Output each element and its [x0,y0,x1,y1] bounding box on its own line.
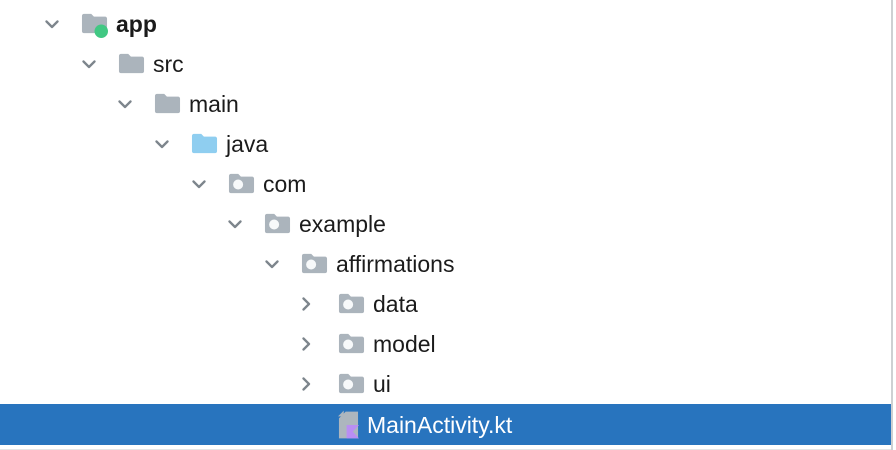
tree-item-src[interactable]: src [0,44,891,84]
chevron-down-icon[interactable] [45,20,59,29]
source-root-folder-icon [191,131,218,158]
package-folder-icon [338,371,365,398]
tree-item-app[interactable]: app [0,4,891,44]
tree-item-example[interactable]: example [0,204,891,244]
chevron-down-icon[interactable] [155,140,169,149]
android-module-folder-icon [81,11,108,38]
package-folder-icon [301,251,328,278]
tree-item-data[interactable]: data [0,284,891,324]
tree-item-label: src [153,51,184,77]
tree-item-label: MainActivity.kt [367,411,513,438]
package-folder-icon [264,211,291,238]
tree-item-model[interactable]: model [0,324,891,364]
folder-icon [154,91,181,118]
tree-item-java[interactable]: java [0,124,891,164]
chevron-right-icon[interactable] [302,297,316,311]
tree-item-label: ui [373,371,391,397]
kotlin-file-icon [338,410,359,440]
tree-item-label: java [226,131,269,157]
chevron-down-icon[interactable] [118,100,132,109]
tree-item-label: affirmations [336,251,455,277]
tree-item-label: main [189,91,239,117]
package-folder-icon [228,171,255,198]
chevron-down-icon[interactable] [228,220,242,229]
chevron-right-icon[interactable] [302,377,316,391]
panel-right-border [891,0,893,450]
chevron-right-icon[interactable] [302,337,316,351]
tree-item-com[interactable]: com [0,164,891,204]
folder-icon [118,51,145,78]
tree-item-label: data [373,291,418,317]
package-folder-icon [338,291,365,318]
tree-item-label: model [373,331,436,357]
tree-item-label: com [263,171,307,197]
chevron-down-icon[interactable] [82,60,96,69]
chevron-down-icon[interactable] [192,180,206,189]
tree-item-affirmations[interactable]: affirmations [0,244,891,284]
tree-item-ui[interactable]: ui [0,364,891,404]
tree-item-main[interactable]: main [0,84,891,124]
package-folder-icon [338,331,365,358]
chevron-down-icon[interactable] [265,260,279,269]
tree-item-label: example [299,211,386,237]
tree-item-mainactivity-kt[interactable]: MainActivity.kt [0,404,891,445]
tree-item-label: app [116,11,157,37]
